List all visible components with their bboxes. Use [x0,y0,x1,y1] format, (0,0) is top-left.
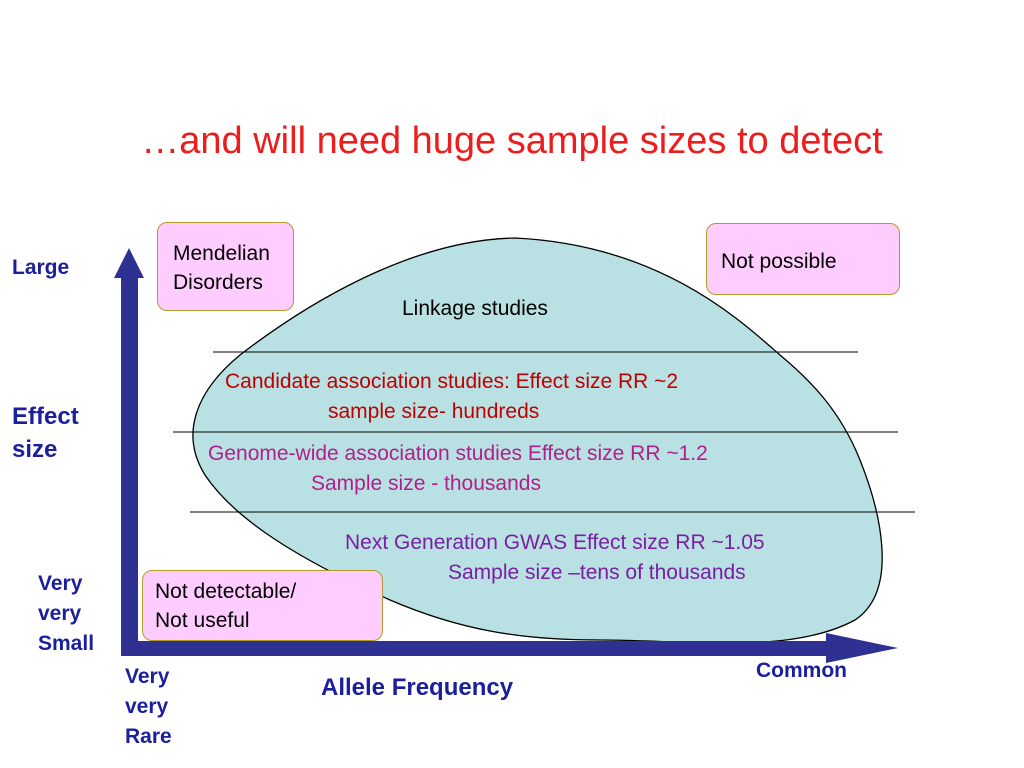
study-region-blob [192,237,883,644]
candidate-association-text: Candidate association studies: Effect si… [225,367,678,427]
next-generation-gwas-text: Next Generation GWAS Effect size RR ~1.0… [345,528,765,588]
x-axis-left-line: Rare [125,725,172,748]
nextgen-line: Next Generation GWAS Effect size RR ~1.0… [345,531,765,554]
gwas-text: Genome-wide association studies Effect s… [208,439,708,499]
y-axis-bottom-label: Very very Small [38,569,94,659]
x-axis-left-label: Very very Rare [125,662,172,752]
mendelian-box-line: Disorders [173,271,263,294]
not-detectable-line: Not detectable/ [155,580,297,603]
not-possible-box: Not possible [706,223,900,295]
not-detectable-line: Not useful [155,609,250,632]
y-axis-shaft [121,275,138,655]
x-axis-title: Allele Frequency [321,674,514,701]
x-axis-right-label: Common [756,659,847,682]
mendelian-box-line: Mendelian [173,242,270,265]
y-axis-top-label: Large [12,256,70,279]
candidate-line: Candidate association studies: Effect si… [225,370,679,393]
x-axis-arrowhead [826,633,898,663]
not-possible-text: Not possible [721,250,837,273]
y-axis-title-line: size [12,436,58,463]
not-detectable-box: Not detectable/ Not useful [142,570,383,641]
x-axis-left-line: Very [125,665,170,688]
gwas-line: Genome-wide association studies Effect s… [208,442,708,465]
mendelian-disorders-box: Mendelian Disorders [157,222,294,311]
x-axis-left-line: very [125,695,169,718]
slide-title: …and will need huge sample sizes to dete… [141,120,883,162]
y-axis-arrowhead [114,248,144,278]
candidate-line: sample size- hundreds [328,400,540,423]
x-axis-shaft [121,641,831,656]
y-axis-title-line: Effect [12,403,79,430]
y-axis-bottom-line: Very [38,572,83,595]
y-axis-bottom-line: Small [38,632,95,655]
gwas-line: Sample size - thousands [311,472,541,495]
linkage-studies-label: Linkage studies [402,297,548,320]
nextgen-line: Sample size –tens of thousands [448,561,746,584]
y-axis-title: Effect size [12,400,79,466]
y-axis-bottom-line: very [38,602,82,625]
